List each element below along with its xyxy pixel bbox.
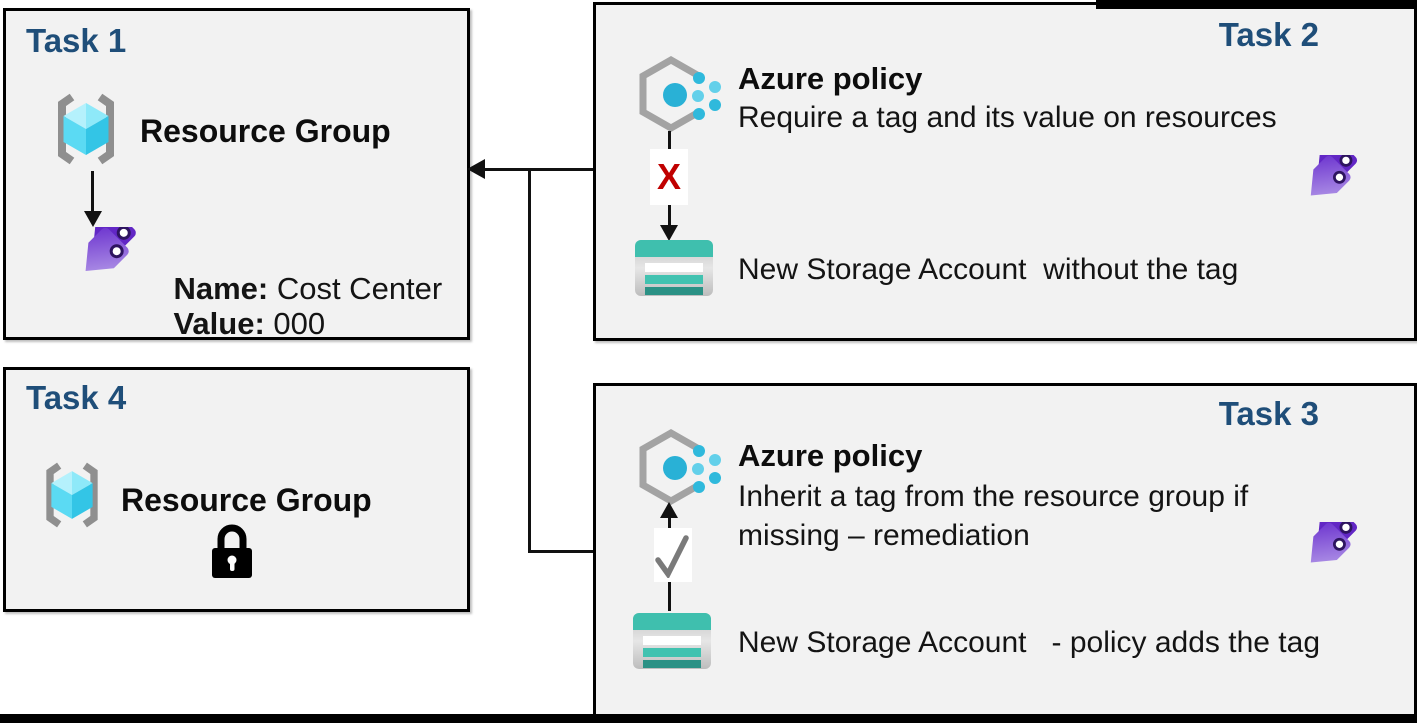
task4-box: Task 4 Resource Group: [3, 367, 470, 612]
task2-policy-title: Azure policy: [738, 61, 923, 96]
checkmark-icon: [652, 534, 692, 580]
task3-policy-description-line1: Inherit a tag from the resource group if: [738, 480, 1249, 513]
azure-policy-icon: [633, 53, 725, 137]
tag-icon: [1288, 505, 1362, 592]
task3-box: Task 3 Azure policy Inherit a tag from t…: [593, 383, 1417, 718]
task3-policy-description-line2: missing – remediation: [738, 519, 1030, 552]
x-deny-mark: X: [656, 156, 681, 197]
tag-icon: [1288, 138, 1362, 225]
tag-icon: [61, 209, 141, 303]
task2-policy-line: [668, 131, 671, 149]
connector-arrowhead-to-task1: [467, 159, 485, 179]
task4-title: Task 4: [26, 379, 127, 416]
storage-account-icon: [632, 612, 712, 670]
task1-arrow-line: [91, 171, 94, 213]
task1-title: Task 1: [26, 22, 127, 59]
bottom-bar: [0, 714, 1417, 723]
azure-policy-icon: [633, 426, 725, 510]
task2-policy-description: Require a tag and its value on resources: [738, 101, 1277, 134]
connector-vertical: [528, 168, 531, 553]
resource-group-icon: [39, 462, 105, 528]
task1-tag-value-line: Value: 000: [173, 305, 326, 341]
lock-icon: [208, 521, 256, 581]
task4-resource-group-label: Resource Group: [121, 482, 372, 518]
task1-arrow-head: [84, 211, 102, 227]
task3-storage-label: New Storage Account - policy adds the ta…: [738, 626, 1320, 659]
task3-title: Task 3: [1218, 395, 1319, 432]
storage-account-icon: [634, 239, 714, 297]
task1-box: Task 1 Resource Group: [3, 8, 470, 341]
task1-resource-group-label: Resource Group: [140, 113, 391, 149]
task2-arrow-head: [660, 225, 678, 241]
task2-deny-gate: X: [650, 149, 688, 205]
task3-policy-title: Azure policy: [738, 438, 923, 473]
task1-tag-name-line: Name: Cost Center: [173, 270, 443, 306]
connector-task2-to-task1: [483, 168, 593, 171]
resource-group-icon: [51, 93, 121, 165]
top-right-bar: [1096, 0, 1417, 9]
task2-title: Task 2: [1218, 16, 1319, 53]
connector-task3-branch: [528, 550, 593, 553]
task2-arrow-line: [668, 205, 671, 227]
task3-arrow-head: [660, 502, 678, 518]
task2-storage-label: New Storage Account without the tag: [738, 253, 1239, 286]
task3-arrow-line-2: [668, 582, 671, 610]
task2-box: Task 2 Azure policy Require a tag and it…: [593, 2, 1417, 341]
